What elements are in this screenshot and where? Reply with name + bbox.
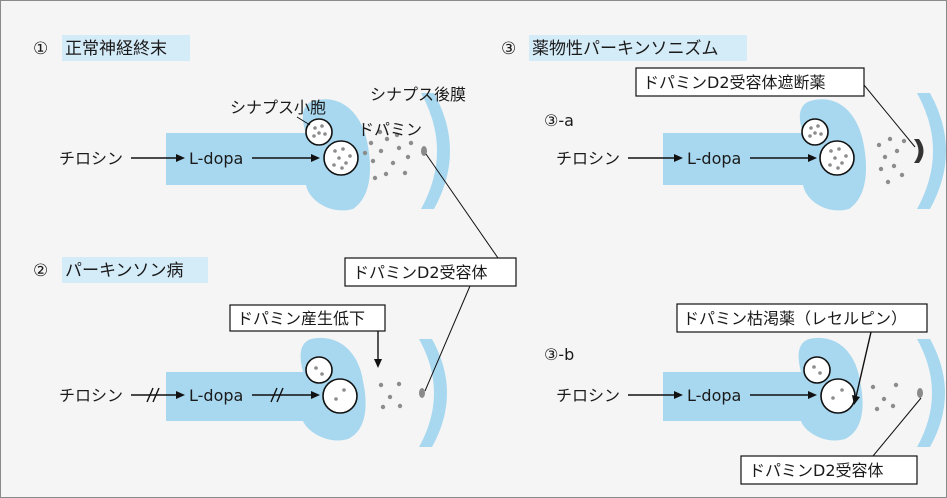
block-mark xyxy=(270,387,278,403)
section-number: ③ xyxy=(501,39,516,59)
block-mark xyxy=(276,387,284,403)
d2-receptor-box xyxy=(740,455,918,485)
d2-receptor-label: ドパミンD2受容体 xyxy=(749,461,884,480)
ldopa-label: L-dopa xyxy=(687,149,741,168)
depleter-arrow xyxy=(855,331,872,398)
section-number: ① xyxy=(33,39,48,59)
vesicle-small xyxy=(305,118,333,146)
d2-receptor-box xyxy=(344,257,517,287)
subsection-label: ③-b xyxy=(544,345,574,364)
arrowhead xyxy=(808,154,817,162)
block-mark xyxy=(152,387,160,403)
d2-leader-top xyxy=(425,153,499,259)
tyrosine-label: チロシン xyxy=(556,386,620,405)
d2-receptor-site xyxy=(421,146,427,156)
vesicle-large xyxy=(323,140,359,176)
arrowhead xyxy=(176,391,185,399)
vesicle-label: シナプス小胞 xyxy=(230,98,326,117)
postsynaptic-label: シナプス後膜 xyxy=(370,85,466,104)
subsection-label: ③-a xyxy=(544,111,574,130)
dopamine-sparse xyxy=(378,381,403,410)
section-number: ② xyxy=(33,261,48,281)
section-normal: ① 正常神経終末 チロシン L-do xyxy=(33,35,466,211)
arrowhead xyxy=(374,359,382,368)
postsynaptic-membrane xyxy=(421,93,450,209)
ldopa-label: L-dopa xyxy=(189,386,243,405)
depleter-label: ドパミン枯渇薬（レセルピン） xyxy=(683,309,907,328)
dopamine-label: ドパミン xyxy=(358,120,422,139)
d2-receptor-site xyxy=(917,388,923,398)
dopamine-decrease-box xyxy=(229,304,386,332)
tyrosine-label: チロシン xyxy=(556,149,620,168)
dopamine-cloud xyxy=(876,136,907,185)
ldopa-label: L-dopa xyxy=(189,149,243,168)
section-title-highlight xyxy=(62,257,208,283)
vesicle-large xyxy=(819,140,855,176)
dopamine-cloud xyxy=(362,129,414,181)
section-title: 薬物性パーキンソニズム xyxy=(532,39,719,59)
dopamine-decrease-label: ドパミン産生低下 xyxy=(237,309,365,328)
vesicle-leader xyxy=(296,116,311,126)
postsynaptic-membrane xyxy=(419,339,447,447)
tyrosine-label: チロシン xyxy=(59,149,123,168)
arrowhead xyxy=(808,391,817,399)
arrowhead xyxy=(311,391,320,399)
arrowhead xyxy=(852,395,860,405)
d2-blocker-box xyxy=(635,67,865,97)
section-title: パーキンソン病 xyxy=(65,261,184,281)
postsynaptic-membrane xyxy=(917,93,946,209)
vesicle-large xyxy=(820,378,856,414)
d2-blocker-mark xyxy=(914,139,924,163)
arrowhead xyxy=(311,154,320,162)
section-drug-induced: ③ 薬物性パーキンソニズム xyxy=(501,35,747,61)
depleter-box xyxy=(676,303,928,333)
ldopa-label: L-dopa xyxy=(687,386,741,405)
arrowhead xyxy=(674,154,683,162)
d2-receptor-site xyxy=(419,388,425,398)
d2-blocker-label: ドパミンD2受容体遮断薬 xyxy=(643,73,826,92)
block-mark xyxy=(146,387,154,403)
dopamine-sparse xyxy=(870,382,899,412)
tyrosine-label: チロシン xyxy=(59,386,123,405)
postsynaptic-membrane xyxy=(917,339,945,447)
vesicle-large xyxy=(322,378,358,414)
subsection-3b: ③-b チロシン L-dopa ドパミン枯渇薬（レセルピン） ドパミンD2受容体 xyxy=(544,303,945,485)
d2-leader xyxy=(872,397,922,457)
section-parkinson: ② パーキンソン病 チロシン L-dopa ドパミン産生低下 xyxy=(33,257,447,447)
vesicle-small xyxy=(803,356,831,384)
d2-receptor-callout: ドパミンD2受容体 xyxy=(344,153,517,392)
vesicle-small xyxy=(801,118,829,146)
section-title: 正常神経終末 xyxy=(65,39,167,59)
section-title-highlight xyxy=(529,35,747,61)
d2-blocker-leader xyxy=(863,84,916,148)
subsection-3a: ③-a チロシン L-dopa xyxy=(544,67,946,211)
arrowhead xyxy=(674,391,683,399)
arrowhead xyxy=(176,154,185,162)
section-title-highlight xyxy=(62,35,190,61)
vesicle-small xyxy=(305,356,333,384)
d2-leader-bottom xyxy=(424,285,471,392)
d2-receptor-label: ドパミンD2受容体 xyxy=(353,263,488,282)
